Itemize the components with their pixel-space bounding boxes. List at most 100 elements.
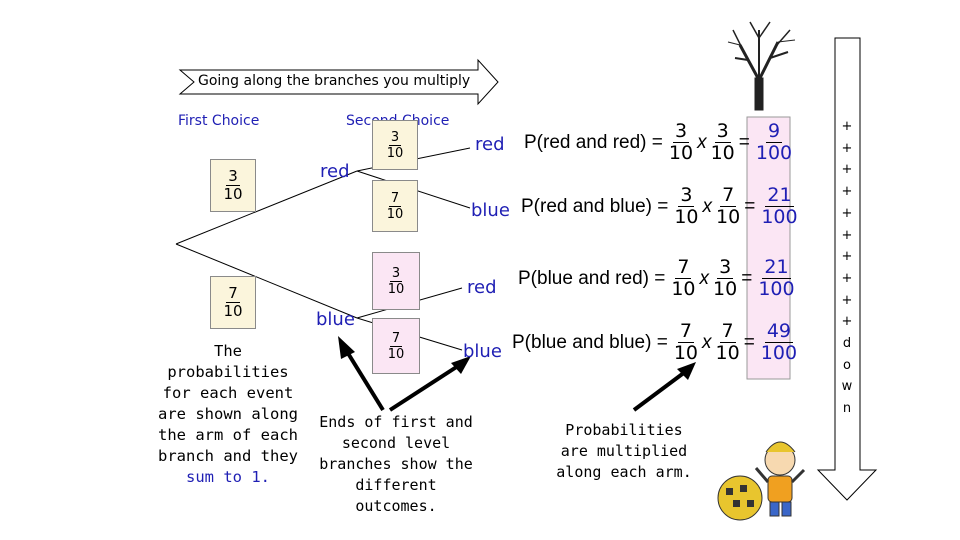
eq-rb-b-den: 10 bbox=[716, 206, 741, 228]
second-red-red-den: 10 bbox=[386, 145, 404, 161]
eq-br-a-den: 10 bbox=[671, 278, 696, 300]
eq-br-times: x bbox=[699, 267, 710, 289]
first-red-num: 3 bbox=[226, 167, 240, 186]
second-blue-blue-den: 10 bbox=[387, 346, 405, 362]
second-label-red-blue: blue bbox=[471, 200, 510, 221]
eq-br-b-num: 3 bbox=[717, 256, 734, 279]
down-char: w bbox=[841, 379, 853, 395]
first-label-blue: blue bbox=[316, 309, 355, 330]
second-red-blue-num: 7 bbox=[388, 190, 402, 207]
eq-rr-r-den: 100 bbox=[755, 142, 793, 164]
pointer-arrowhead-right bbox=[451, 356, 471, 374]
second-red-red-prob-box: 3 10 bbox=[372, 120, 418, 170]
eq-br-r-den: 100 bbox=[758, 278, 795, 300]
eq-rr-a-den: 10 bbox=[668, 142, 694, 164]
pointer-arrow-multiply bbox=[632, 370, 687, 412]
eq-bb-r-num: 49 bbox=[764, 320, 794, 343]
equation-blue-blue-label: P(blue and blue) = bbox=[512, 331, 668, 353]
eq-rr-a-num: 3 bbox=[672, 120, 690, 143]
second-red-blue-den: 10 bbox=[386, 206, 404, 222]
note-sum-to-one: The probabilities for each event are sho… bbox=[158, 341, 298, 488]
eq-rb-b-num: 7 bbox=[720, 184, 737, 207]
eq-rr-b-num: 3 bbox=[714, 120, 731, 143]
first-red-den: 10 bbox=[223, 185, 243, 203]
down-char: + bbox=[841, 162, 853, 178]
eq-rr-times: x bbox=[697, 131, 707, 153]
second-label-red-red: red bbox=[475, 134, 505, 155]
pointer-arrow-left bbox=[344, 348, 385, 412]
note-sum-text: The probabilities for each event are sho… bbox=[158, 342, 298, 465]
down-char: + bbox=[841, 184, 853, 200]
eq-bb-equals: = bbox=[743, 331, 755, 353]
eq-br-a-num: 7 bbox=[675, 256, 692, 279]
eq-rb-equals: = bbox=[744, 195, 756, 217]
down-char: + bbox=[841, 292, 853, 308]
equation-blue-red-label: P(blue and red) = bbox=[518, 267, 666, 289]
down-char: + bbox=[841, 140, 853, 156]
note-ends-of-branches: Ends of first and second level branches … bbox=[319, 413, 473, 515]
first-blue-prob-box: 7 10 bbox=[210, 276, 256, 329]
second-blue-blue-num: 7 bbox=[389, 330, 403, 347]
down-char: + bbox=[841, 270, 853, 286]
eq-bb-a-num: 7 bbox=[677, 320, 694, 343]
eq-bb-times: x bbox=[702, 331, 712, 353]
note-multiplied: Probabilities are multiplied along each … bbox=[556, 421, 692, 481]
banner-arrow bbox=[178, 58, 499, 106]
eq-rr-b-den: 10 bbox=[710, 142, 735, 164]
first-blue-den: 10 bbox=[223, 302, 243, 320]
heading-first-choice: First Choice bbox=[178, 113, 260, 129]
eq-bb-b-num: 7 bbox=[719, 320, 736, 343]
branch-first-blue bbox=[175, 243, 358, 319]
eq-rb-r-den: 100 bbox=[761, 206, 798, 228]
equation-red-red-label: P(red and red) = bbox=[524, 131, 663, 153]
first-red-prob-box: 3 10 bbox=[210, 159, 256, 212]
note-sum-highlight: sum to 1. bbox=[186, 468, 270, 486]
eq-rr-equals: = bbox=[738, 131, 750, 153]
tree-icon bbox=[727, 21, 796, 111]
eq-br-r-num: 21 bbox=[762, 256, 791, 279]
branch-first-red bbox=[175, 170, 358, 245]
down-char: + bbox=[841, 314, 853, 330]
eq-bb-a-den: 10 bbox=[673, 342, 698, 364]
banner-text: Going along the branches you multiply bbox=[198, 73, 471, 89]
eq-bb-r-den: 100 bbox=[760, 342, 798, 364]
second-label-blue-red: red bbox=[467, 277, 497, 298]
eq-rb-r-num: 21 bbox=[765, 184, 794, 207]
pointer-arrowhead-multiply bbox=[677, 362, 696, 380]
boy-with-bag-icon bbox=[717, 441, 806, 521]
results-column bbox=[746, 116, 791, 380]
second-blue-red-prob-box: 3 10 bbox=[372, 252, 420, 310]
equation-red-blue-label: P(red and blue) = bbox=[521, 195, 669, 217]
first-blue-num: 7 bbox=[226, 284, 240, 303]
second-blue-blue-prob-box: 7 10 bbox=[372, 318, 420, 374]
second-blue-red-num: 3 bbox=[389, 265, 403, 282]
eq-rr-r-num: 9 bbox=[765, 120, 783, 143]
second-label-blue-blue: blue bbox=[463, 341, 502, 362]
eq-rb-a-den: 10 bbox=[674, 206, 699, 228]
down-char: + bbox=[841, 119, 853, 134]
second-red-red-num: 3 bbox=[388, 129, 402, 146]
down-char: n bbox=[842, 401, 852, 417]
down-char: + bbox=[841, 249, 853, 265]
eq-bb-b-den: 10 bbox=[715, 342, 740, 364]
down-char: + bbox=[841, 205, 853, 221]
down-char: + bbox=[841, 227, 853, 243]
second-red-blue-prob-box: 7 10 bbox=[372, 180, 418, 232]
down-char: d bbox=[842, 336, 852, 352]
second-blue-red-den: 10 bbox=[387, 281, 405, 297]
eq-rb-a-num: 3 bbox=[678, 184, 695, 207]
pointer-arrow-right bbox=[388, 364, 460, 412]
eq-br-b-den: 10 bbox=[713, 278, 738, 300]
down-char: o bbox=[843, 357, 851, 373]
pointer-arrowhead-left bbox=[338, 336, 355, 359]
eq-rb-times: x bbox=[702, 195, 713, 217]
eq-br-equals: = bbox=[741, 267, 753, 289]
down-arrow bbox=[816, 37, 878, 501]
first-label-red: red bbox=[320, 161, 350, 182]
